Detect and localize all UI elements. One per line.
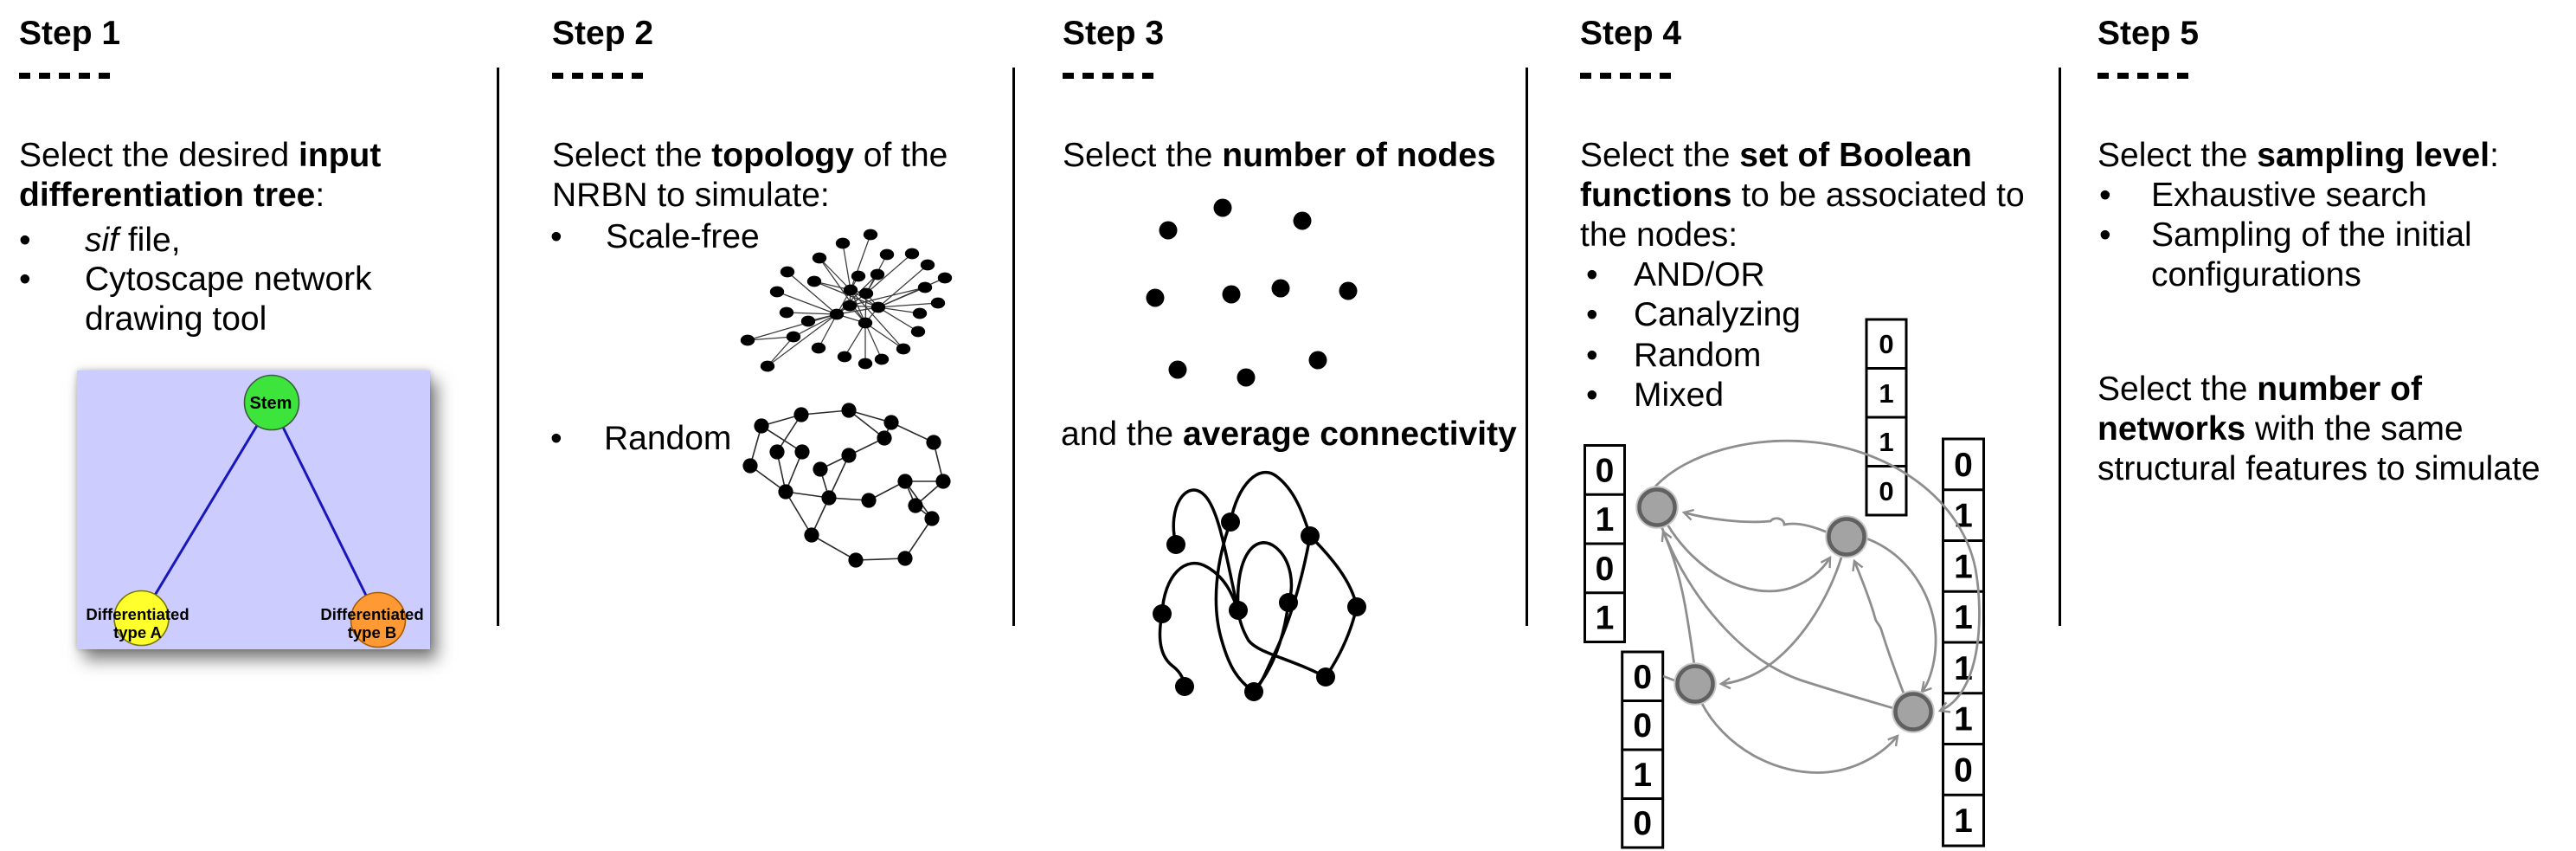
svg-text:1: 1 bbox=[1954, 548, 1973, 585]
svg-text:0: 0 bbox=[1633, 707, 1652, 745]
svg-text:1: 1 bbox=[1954, 498, 1973, 535]
svg-text:0: 0 bbox=[1596, 551, 1615, 588]
svg-text:0: 0 bbox=[1879, 476, 1893, 506]
svg-text:0: 0 bbox=[1954, 447, 1973, 484]
svg-text:Differentiated: Differentiated bbox=[320, 605, 423, 623]
svg-text:0: 0 bbox=[1596, 452, 1615, 489]
svg-text:type B: type B bbox=[348, 623, 397, 641]
svg-text:1: 1 bbox=[1954, 599, 1973, 636]
svg-text:1: 1 bbox=[1596, 600, 1615, 637]
svg-text:type A: type A bbox=[113, 623, 162, 641]
svg-text:1: 1 bbox=[1954, 650, 1973, 687]
svg-text:1: 1 bbox=[1879, 427, 1893, 457]
svg-text:0: 0 bbox=[1633, 659, 1652, 696]
svg-text:1: 1 bbox=[1596, 501, 1615, 538]
svg-text:1: 1 bbox=[1879, 378, 1893, 409]
svg-text:1: 1 bbox=[1954, 701, 1973, 738]
svg-text:Differentiated: Differentiated bbox=[86, 605, 189, 623]
svg-text:1: 1 bbox=[1633, 757, 1652, 794]
svg-text:Stem: Stem bbox=[250, 394, 292, 413]
svg-text:1: 1 bbox=[1954, 803, 1973, 840]
svg-text:0: 0 bbox=[1879, 329, 1893, 359]
svg-text:0: 0 bbox=[1954, 751, 1973, 789]
svg-text:0: 0 bbox=[1633, 805, 1652, 842]
